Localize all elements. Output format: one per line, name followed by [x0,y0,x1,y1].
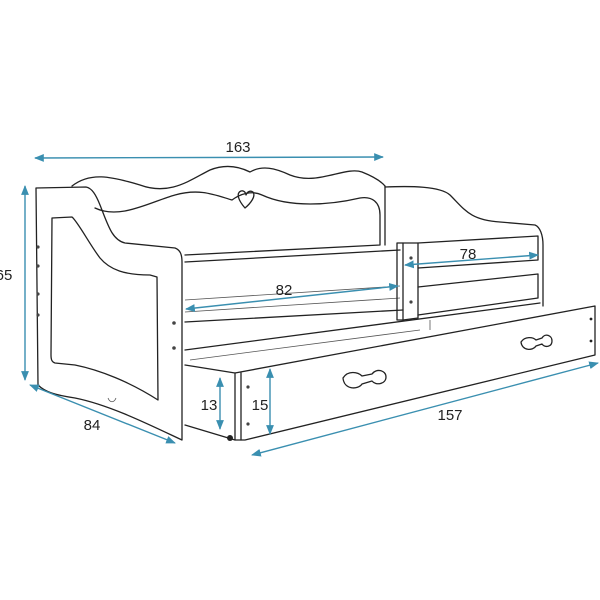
dim-line-mattress [185,283,399,312]
dim-line-drawer-length [251,361,599,457]
wheel-icon [227,435,233,441]
label-guard-rail: 78 [460,246,477,263]
label-height: 65 [0,267,12,284]
heart-icon [237,190,255,209]
label-drawer-side-height: 13 [201,397,218,414]
label-mattress-width: 82 [276,282,293,299]
label-drawer-length: 157 [437,407,462,424]
label-total-length: 163 [225,139,250,156]
dim-line-length [34,153,384,162]
drawer-handle-left [342,369,387,389]
drawer [184,305,596,441]
label-drawer-front-height: 15 [252,397,269,414]
left-end-panel [35,186,183,441]
label-depth: 84 [84,417,101,434]
drawer-handle-right [520,334,553,350]
dim-line-rail [404,251,539,269]
dim-line-depth [29,384,176,444]
backrest [71,165,544,307]
dimension-lines [21,153,599,457]
